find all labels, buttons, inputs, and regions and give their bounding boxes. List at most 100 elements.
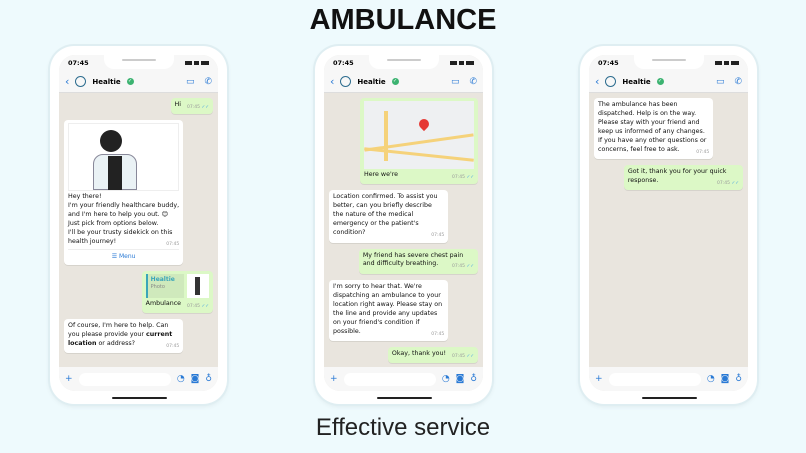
contact-avatar[interactable] [75, 76, 87, 87]
signal-icon [715, 61, 722, 65]
contact-avatar[interactable] [340, 76, 352, 87]
verified-icon: ✓ [656, 78, 664, 85]
location-map[interactable] [364, 101, 474, 169]
page-subtitle: Effective service [315, 414, 491, 441]
home-indicator [641, 397, 697, 399]
message-timestamp: 07:45 [187, 303, 201, 309]
message-time: 07:45 ✓✓ [717, 181, 739, 187]
message-time: 07:45 ✓✓ [452, 264, 474, 270]
input-bar: + ◔ ◙ ♁ [589, 367, 748, 391]
message-timestamp: 07:45 [187, 105, 201, 110]
message-timestamp: 07:45 [452, 175, 466, 180]
sticker-icon[interactable]: ◔ [706, 374, 715, 384]
page-title: AMBULANCE [309, 4, 497, 36]
contact-name[interactable]: Healtie [357, 77, 386, 86]
verified-icon: ✓ [126, 78, 134, 85]
status-icons [450, 61, 474, 65]
plus-icon[interactable]: + [330, 374, 338, 384]
message-text: The ambulance has been dispatched. Help … [598, 101, 707, 153]
incoming-message: I'm sorry to hear that. We're dispatchin… [329, 279, 449, 341]
chat-messages[interactable]: Hi 07:45 ✓✓ Hey there! I'm your friendly h… [59, 93, 218, 367]
message-time: 07:45 [166, 344, 179, 350]
sticker-icon[interactable]: ◔ [441, 374, 450, 384]
quote-sender: Healtie [150, 275, 175, 283]
message-timestamp: 07:45 [452, 264, 466, 270]
camera-icon[interactable]: ◙ [190, 374, 200, 384]
outgoing-message: Hi 07:45 ✓✓ [170, 98, 213, 115]
message-text: Location confirmed. To assist you better… [333, 193, 438, 237]
message-input[interactable] [343, 372, 436, 386]
message-time: 07:45 ✓✓ [187, 304, 209, 310]
doctor-illustration [68, 123, 180, 192]
sticker-icon[interactable]: ◔ [176, 374, 185, 384]
menu-list-icon: ☰ [111, 253, 119, 260]
message-input[interactable] [608, 372, 701, 386]
menu-button[interactable]: ☰ Menu [68, 249, 180, 262]
message-time: 07:45 ✓✓ [452, 354, 474, 360]
microphone-icon[interactable]: ♁ [205, 374, 212, 384]
read-ticks-icon: ✓✓ [465, 175, 474, 180]
input-bar: + ◔ ◙ ♁ [59, 367, 218, 391]
message-timestamp: 07:45 [166, 343, 180, 349]
plus-icon[interactable]: + [65, 374, 73, 384]
video-call-icon[interactable]: ▭ [185, 76, 195, 87]
contact-name[interactable]: Healtie [92, 77, 121, 86]
contact-avatar[interactable] [605, 76, 617, 87]
status-icons [185, 61, 209, 65]
map-pin-icon [416, 116, 432, 132]
message-text: Hi [174, 101, 182, 108]
message-timestamp: 07:45 [431, 331, 445, 337]
status-time: 07:45 [333, 59, 354, 67]
chat-header: ‹Healtie✓▭✆ [324, 71, 483, 93]
message-time: 07:45 [696, 150, 709, 156]
home-indicator [376, 397, 432, 399]
phone-call-icon[interactable]: ✆ [469, 76, 477, 87]
phone-call-icon[interactable]: ✆ [204, 76, 212, 87]
outgoing-message: My friend has severe chest pain and diff… [358, 248, 478, 274]
video-call-icon[interactable]: ▭ [715, 76, 725, 87]
message-text: I'm sorry to hear that. We're dispatchin… [333, 282, 443, 335]
message-text: My friend has severe chest pain and diff… [362, 251, 464, 268]
back-icon[interactable]: ‹ [595, 75, 600, 88]
contact-name[interactable]: Healtie [622, 77, 651, 86]
message-input[interactable] [78, 372, 171, 386]
message-timestamp: 07:45 [452, 353, 466, 359]
chat-messages[interactable]: The ambulance has been dispatched. Help … [589, 93, 748, 367]
signal-icon [185, 61, 192, 65]
message-timestamp: 07:45 [717, 181, 731, 186]
microphone-icon[interactable]: ♁ [470, 374, 477, 384]
wifi-icon [724, 61, 729, 65]
message-text: Hey there! I'm your friendly healthcare … [68, 193, 180, 246]
message-timestamp: 07:45 [431, 233, 445, 239]
plus-icon[interactable]: + [595, 374, 603, 384]
signal-icon [450, 61, 457, 65]
phone-mockup: 07:45 ‹ Healtie ✓ ▭ ✆ The ambulance has been d… [580, 46, 757, 404]
message-text: Got it, thank you for your quick respons… [627, 168, 727, 184]
menu-label: Menu [119, 253, 136, 260]
wifi-icon [459, 61, 464, 65]
read-ticks-icon: ✓✓ [465, 264, 474, 270]
back-icon[interactable]: ‹ [65, 75, 70, 88]
status-time: 07:45 [598, 59, 619, 67]
camera-icon[interactable]: ◙ [455, 374, 465, 384]
phone-call-icon[interactable]: ✆ [734, 76, 742, 87]
message-time: 07:45 ✓✓ [187, 105, 209, 111]
message-text: Of course, I'm here to help. Can you ple… [68, 321, 173, 347]
message-time: 07:45 ✓✓ [452, 175, 474, 181]
back-icon[interactable]: ‹ [330, 75, 335, 88]
header-actions: ▭✆ [186, 77, 212, 87]
camera-icon[interactable]: ◙ [720, 374, 730, 384]
microphone-icon[interactable]: ♁ [735, 374, 742, 384]
video-call-icon[interactable]: ▭ [450, 76, 460, 87]
message-timestamp: 07:45 [696, 149, 710, 155]
status-time: 07:45 [68, 59, 89, 67]
quote-thumbnail [187, 273, 209, 298]
map-road [384, 111, 388, 161]
read-ticks-icon: ✓✓ [730, 181, 739, 186]
message-time: 07:45 [166, 242, 179, 248]
